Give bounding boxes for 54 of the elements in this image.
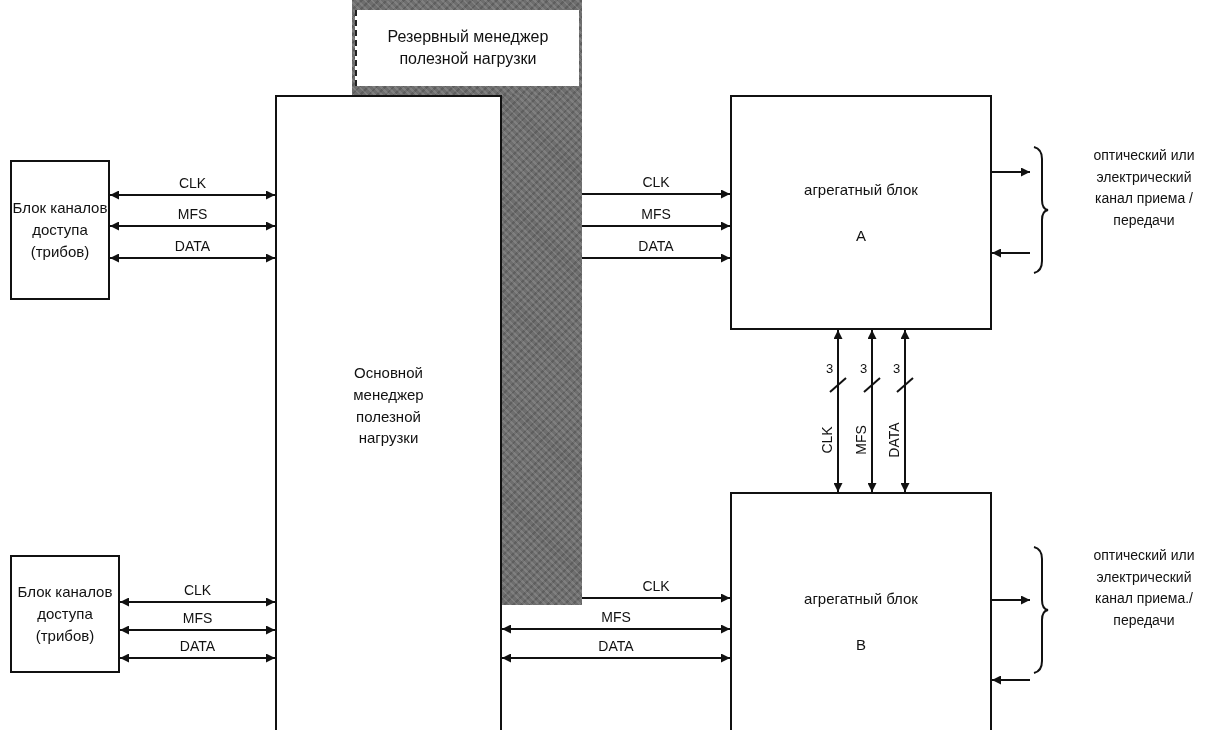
- arrow: [867, 329, 877, 493]
- node-label: B: [856, 635, 866, 655]
- arrow: [991, 248, 1031, 258]
- bus-width-label: 3: [826, 362, 834, 375]
- node-label: оптический или электрический канал приема./передачи: [1092, 546, 1196, 631]
- node-label: агрегатный блок: [804, 589, 918, 610]
- arrow: [119, 653, 276, 663]
- arrow: [501, 653, 731, 663]
- arrow: [119, 597, 276, 607]
- edge-label: MFS: [854, 425, 868, 455]
- arrow: [119, 625, 276, 635]
- node-label: оптический или электрический канал приема /передачи: [1092, 146, 1196, 231]
- arrow: [991, 675, 1031, 685]
- process-box: [730, 95, 992, 330]
- edge-label: CLK: [183, 583, 212, 597]
- process-box: [730, 492, 992, 730]
- arrow: [581, 189, 731, 199]
- process-box: [10, 160, 110, 300]
- arrow: [900, 329, 910, 493]
- arrow: [581, 221, 731, 231]
- node-label: Блок каналов доступа (трибов): [12, 198, 108, 262]
- process-box: [275, 95, 502, 730]
- arrow: [991, 167, 1031, 177]
- edge-label: MFS: [182, 611, 213, 625]
- arrow: [501, 624, 731, 634]
- edge-label: CLK: [642, 579, 670, 593]
- node-label: Основной менеджер полезной нагрузки: [352, 363, 425, 449]
- edge-label: DATA: [638, 239, 674, 253]
- edge-label: CLK: [820, 426, 834, 454]
- edge-label: CLK: [178, 176, 207, 190]
- bus-width-label: 3: [860, 362, 868, 375]
- edge-label: MFS: [641, 207, 671, 221]
- arrow: [581, 593, 731, 603]
- edge-label: DATA: [887, 422, 901, 458]
- edge-label: MFS: [177, 207, 208, 221]
- edge-label: DATA: [598, 639, 634, 653]
- bus-width-label: 3: [893, 362, 901, 375]
- shaded-band: [502, 95, 582, 605]
- arrow: [109, 190, 276, 200]
- node-label: агрегатный блок: [804, 179, 918, 200]
- arrow: [109, 221, 276, 231]
- node-label: Резервный менеджер полезной нагрузки: [355, 10, 579, 86]
- node-label: A: [856, 225, 866, 246]
- arrow: [109, 253, 276, 263]
- backup-manager-band: [352, 0, 582, 95]
- edge-label: MFS: [601, 610, 631, 624]
- edge-label: CLK: [642, 175, 670, 189]
- edge-label: DATA: [179, 639, 216, 653]
- process-box: [10, 555, 120, 673]
- node-label: Блок каналов доступа (трибов): [17, 582, 113, 646]
- arrow: [581, 253, 731, 263]
- arrow: [833, 329, 843, 493]
- arrow: [991, 595, 1031, 605]
- edge-label: DATA: [174, 239, 211, 253]
